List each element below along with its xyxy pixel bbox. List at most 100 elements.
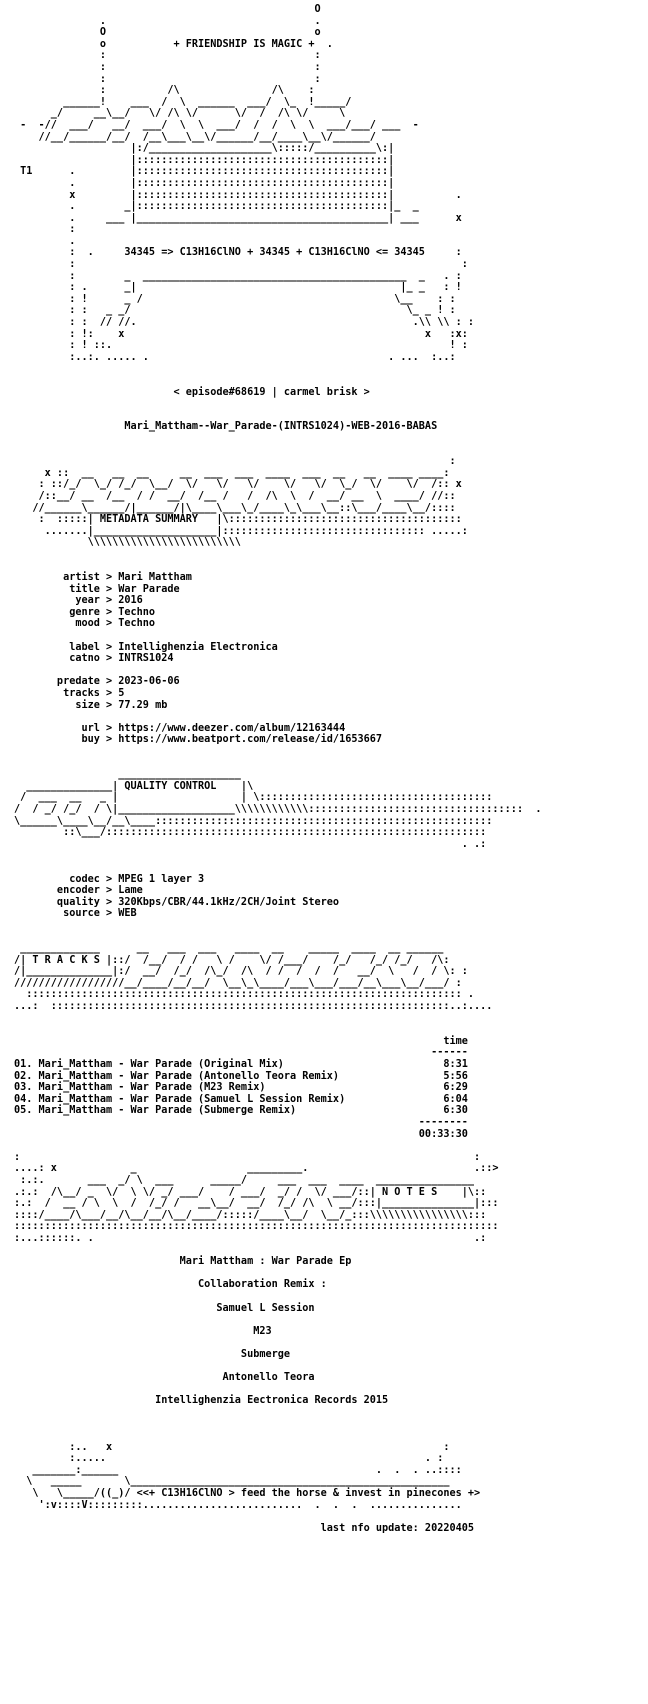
nfo-line: : bbox=[14, 456, 456, 468]
nfo-line bbox=[14, 445, 541, 457]
nfo-line bbox=[14, 746, 541, 758]
nfo-line: Mari_Mattham--War_Parade-(INTRS1024)-WEB… bbox=[14, 421, 438, 433]
nfo-line bbox=[14, 862, 541, 874]
nfo-line: 04. Mari_Mattham - War Parade (Samuel L … bbox=[14, 1093, 468, 1105]
nfo-line: T1 . |::::::::::::::::::::::::::::::::::… bbox=[14, 166, 395, 178]
nfo-line: codec > MPEG 1 layer 3 bbox=[14, 873, 205, 885]
nfo-line bbox=[14, 1430, 541, 1442]
nfo-line: ::::/____/\___/__/\__/__/\__/____/:::::/… bbox=[14, 1209, 487, 1221]
nfo-line: catno > INTRS1024 bbox=[14, 653, 174, 665]
nfo-line: ....: x _ _________. .::> bbox=[14, 1163, 499, 1175]
nfo-line: ':v::::V:::::::::.......................… bbox=[14, 1499, 462, 1511]
nfo-line bbox=[14, 1384, 541, 1396]
nfo-line: ____________________ bbox=[14, 769, 241, 781]
nfo-line: .:.: /\__/ _ \/ \ \/ _/ ___/ / ___/ _/ /… bbox=[14, 1186, 487, 1198]
nfo-line: : : _ _/ \_ _ ! : bbox=[14, 305, 456, 317]
nfo-line: quality > 320Kbps/CBR/44.1kHz/2CH/Joint … bbox=[14, 896, 340, 908]
nfo-line: \______\____\__/__\____:::::::::::::::::… bbox=[14, 815, 493, 827]
nfo-line: 02. Mari_Mattham - War Parade (Antonello… bbox=[14, 1070, 468, 1082]
nfo-line: //__/______/__/ /__\___\__\/______/__/__… bbox=[14, 131, 376, 143]
nfo-line: _/ __\__/ \/ /\ \/ \/ / /\ \/ \ bbox=[14, 108, 346, 120]
nfo-line: 03. Mari_Mattham - War Parade (M23 Remix… bbox=[14, 1082, 468, 1094]
nfo-line bbox=[14, 630, 541, 642]
nfo-line bbox=[14, 549, 541, 561]
nfo-line bbox=[14, 363, 541, 375]
nfo-line: . |:::::::::::::::::::::::::::::::::::::… bbox=[14, 177, 395, 189]
nfo-line: //////////////////__/____/__/__/ \__\_\_… bbox=[14, 977, 462, 989]
nfo-line: 01. Mari_Mattham - War Parade (Original … bbox=[14, 1059, 468, 1071]
nfo-line: /|______________|:/ __/ /_/ /\_/ /\ / / … bbox=[14, 966, 468, 978]
nfo-line: x |:::::::::::::::::::::::::::::::::::::… bbox=[14, 189, 462, 201]
nfo-line: _______:______ . . . ..:::: bbox=[14, 1464, 462, 1476]
nfo-line: genre > Techno bbox=[14, 606, 156, 618]
nfo-line: : ! _ / \__ : : bbox=[14, 293, 456, 305]
nfo-line: . .: bbox=[14, 838, 487, 850]
nfo-line: time bbox=[14, 1035, 468, 1047]
nfo-line: .......|____________________|:::::::::::… bbox=[14, 525, 468, 537]
nfo-line bbox=[14, 1337, 541, 1349]
nfo-line: : /\ /\ : bbox=[14, 85, 315, 97]
nfo-line: : : bbox=[14, 1151, 481, 1163]
nfo-line: . . bbox=[14, 15, 321, 27]
nfo-line: : : bbox=[14, 50, 321, 62]
nfo-line: : : // //. .\\ \\ : : bbox=[14, 317, 475, 329]
nfo-line: Mari Mattham : War Parade Ep bbox=[14, 1256, 352, 1268]
nfo-line: : ::/_/ \_/ /_/ \__/ \/ \/ \/ \/ \/ \_/ … bbox=[14, 479, 462, 491]
nfo-line: \ \_____/((_)/ <<+ C13H16ClNO > feed the… bbox=[14, 1488, 481, 1499]
nfo-line: Collaboration Remix : bbox=[14, 1279, 327, 1291]
nfo-line: ______! ___ / \ ______ ___/ \_ !_____/ bbox=[14, 96, 352, 108]
nfo-line: : ! ::. ! : bbox=[14, 340, 468, 352]
nfo-line: tracks > 5 bbox=[14, 688, 125, 700]
nfo-line bbox=[14, 433, 541, 445]
nfo-line: x :: __ __ __ __ ___ ___ ____ ___ __ __ … bbox=[14, 467, 450, 479]
nfo-line: : . _| |_ _ : ! bbox=[14, 282, 462, 294]
nfo-line bbox=[14, 1314, 541, 1326]
nfo-line: o + FRIENDSHIP IS MAGIC + . bbox=[14, 38, 333, 50]
nfo-line: Antonello Teora bbox=[14, 1372, 315, 1384]
nfo-line bbox=[14, 932, 541, 944]
nfo-line: -------- bbox=[14, 1117, 468, 1128]
nfo-line: |:/____________________\:::::/__________… bbox=[14, 143, 395, 155]
nfo-art-text: O . . O o o + FRIENDSHIP IS MAGIC + . : bbox=[14, 4, 541, 1534]
nfo-line: : !: x x :x: bbox=[14, 328, 468, 340]
nfo-line: : _ ____________________________________… bbox=[14, 270, 462, 282]
nfo-line: :.: / __ / \ \ / /_/ / __\__/ __/ /_/ /\… bbox=[14, 1198, 499, 1210]
nfo-line: predate > 2023-06-06 bbox=[14, 676, 180, 688]
nfo-line: :...::::::. . .: bbox=[14, 1232, 487, 1244]
nfo-line bbox=[14, 1268, 541, 1280]
nfo-line: :.. x : bbox=[14, 1441, 450, 1453]
nfo-line: - -// ___/ __/ ___/ \ \ ___/ / / \ \ ___… bbox=[14, 119, 419, 131]
nfo-line: artist > Mari Mattham bbox=[14, 572, 192, 584]
nfo-line: encoder > Lame bbox=[14, 885, 143, 897]
nfo-line: :.:. ___ _/ \ ___ _____/ ___ ___ ____ __… bbox=[14, 1174, 475, 1186]
nfo-line: O o bbox=[14, 27, 321, 39]
nfo-line: label > Intellighenzia Electronica bbox=[14, 641, 278, 653]
nfo-line: 00:33:30 bbox=[14, 1128, 468, 1140]
nfo-line bbox=[14, 1511, 541, 1523]
nfo-line bbox=[14, 711, 541, 723]
nfo-line: : bbox=[14, 224, 76, 236]
nfo-line: : : bbox=[14, 259, 468, 271]
nfo-line: :..... . : bbox=[14, 1453, 444, 1465]
nfo-line: //______\______/|______/|\____\___\_/___… bbox=[14, 502, 456, 514]
nfo-line: 05. Mari_Mattham - War Parade (Submerge … bbox=[14, 1105, 468, 1117]
nfo-line: Submerge bbox=[14, 1348, 291, 1360]
nfo-line: / / _/ /_/ / \|___________________\\\\\\… bbox=[14, 803, 542, 815]
nfo-line bbox=[14, 1013, 541, 1025]
nfo-line: : : bbox=[14, 61, 321, 73]
nfo-line: M23 bbox=[14, 1325, 272, 1337]
nfo-line: /::__/ __ /__ / / __/ /__ / / /\ \ / __/… bbox=[14, 490, 456, 502]
nfo-line bbox=[14, 920, 541, 932]
nfo-line: title > War Parade bbox=[14, 583, 180, 595]
nfo-line bbox=[14, 1360, 541, 1372]
nfo-line: ------ bbox=[14, 1047, 468, 1059]
nfo-line: O bbox=[14, 4, 321, 15]
nfo-line: Samuel L Session bbox=[14, 1302, 315, 1314]
nfo-line: : :::::| METADATA SUMMARY |\::::::::::::… bbox=[14, 514, 462, 526]
nfo-line: \ _____ \_______________________________… bbox=[14, 1476, 462, 1488]
nfo-line bbox=[14, 1245, 541, 1257]
nfo-line bbox=[14, 850, 541, 862]
nfo-line: last nfo update: 20220405 bbox=[14, 1522, 475, 1534]
nfo-line bbox=[14, 410, 541, 422]
nfo-line: /| T R A C K S |::/ /__/ / / \ / \/ /___… bbox=[14, 954, 450, 966]
